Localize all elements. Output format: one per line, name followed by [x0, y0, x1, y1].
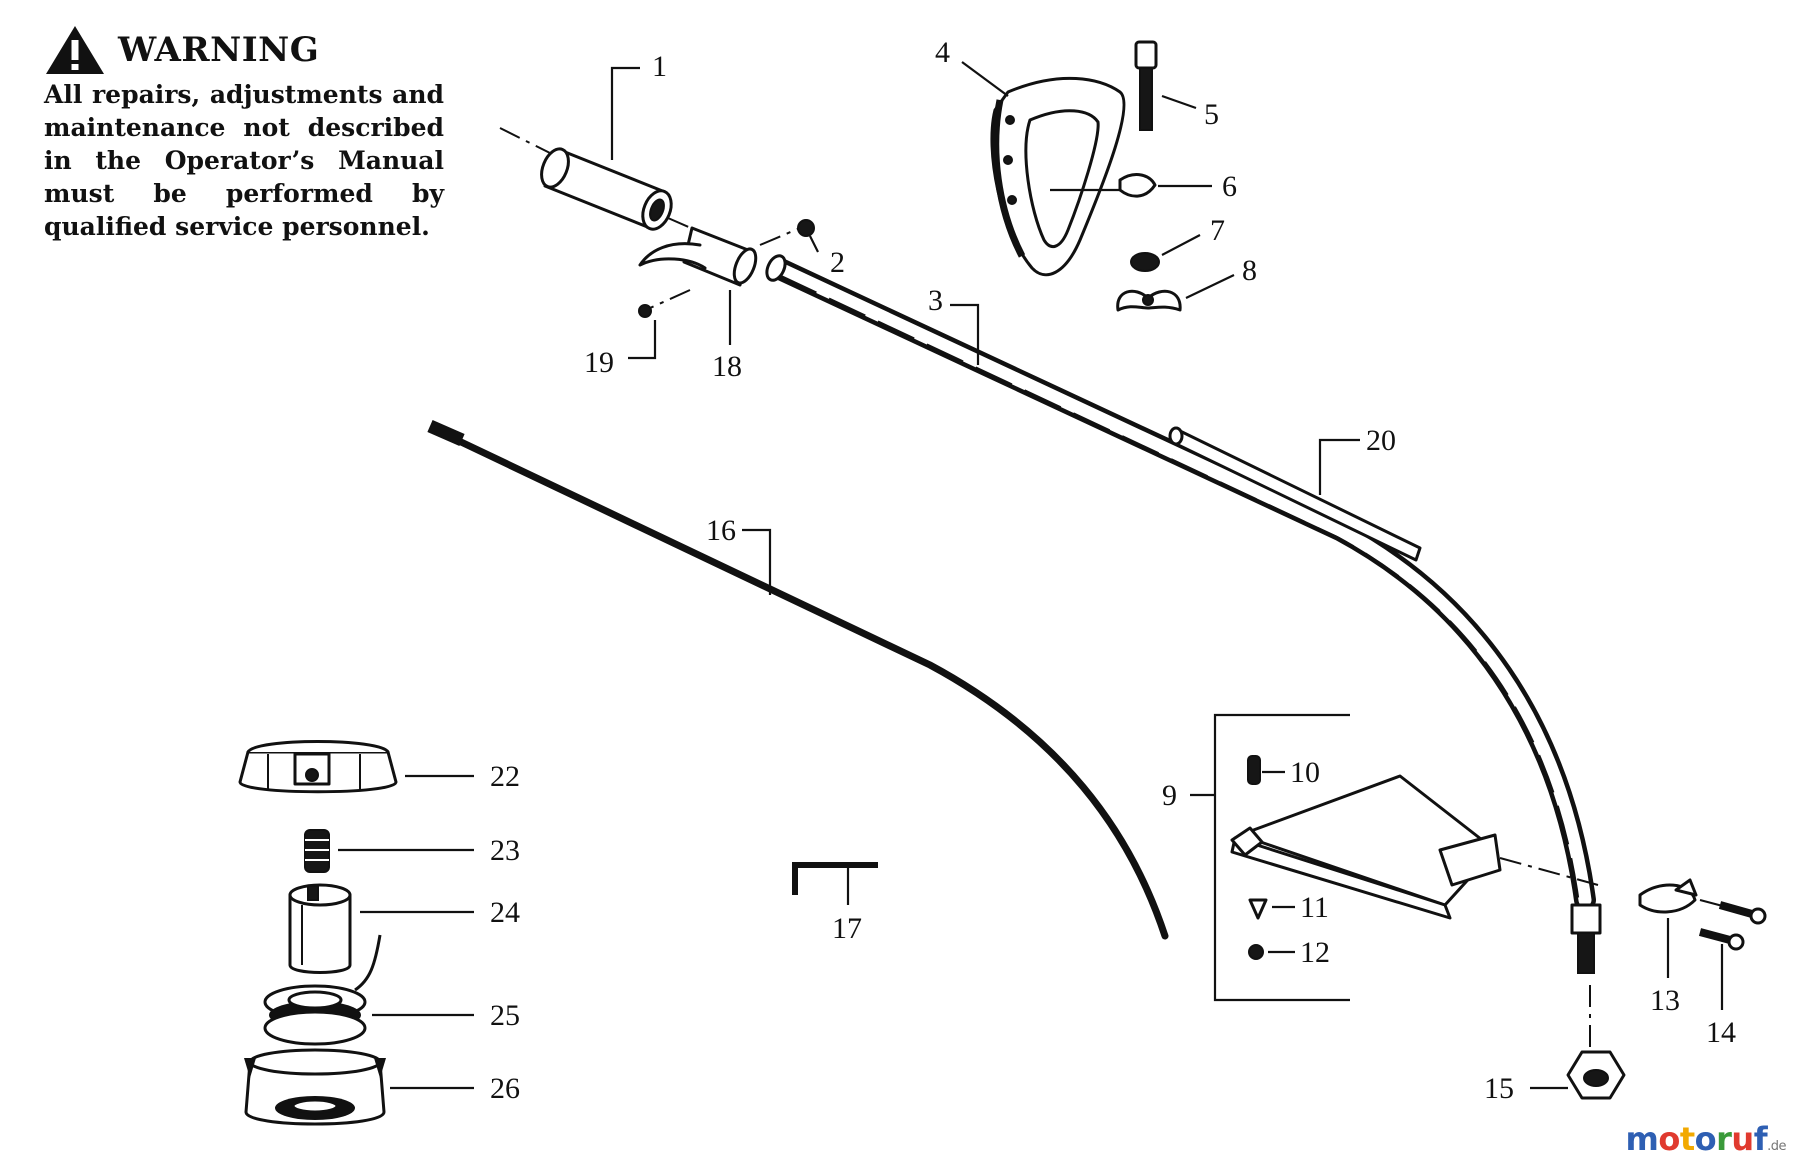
warning-title: WARNING — [118, 30, 320, 70]
label-4: 4 — [935, 36, 950, 69]
warning-notice: WARNING All repairs, adjustments and mai… — [44, 24, 444, 243]
part-6-spacer — [1050, 173, 1212, 198]
label-20: 20 — [1366, 424, 1396, 457]
brand-watermark: motoruf.de — [1626, 1120, 1787, 1158]
part-16-drive-cable — [427, 420, 1169, 940]
part-18-clamp — [638, 217, 758, 345]
part-2-screw — [759, 219, 819, 253]
label-7: 7 — [1210, 214, 1225, 247]
part-14-bolts — [1698, 901, 1767, 1010]
warning-text: All repairs, adjustments and maintenance… — [44, 80, 444, 241]
part-7-washer — [1130, 234, 1201, 272]
label-25: 25 — [490, 999, 520, 1032]
label-18: 18 — [712, 350, 742, 383]
brand-name: motoruf — [1626, 1120, 1768, 1158]
part-20-sleeve — [1168, 426, 1422, 562]
brand-letter: u — [1731, 1120, 1754, 1158]
label-3: 3 — [928, 284, 943, 317]
brand-letter: m — [1625, 1120, 1659, 1158]
part-23-spring — [304, 829, 474, 873]
label-24: 24 — [490, 896, 520, 929]
brand-letter: f — [1753, 1120, 1768, 1158]
warning-triangle-icon — [46, 26, 104, 74]
brand-letter: r — [1716, 1120, 1732, 1158]
label-16: 16 — [706, 514, 736, 547]
label-10: 10 — [1290, 756, 1320, 789]
part-5-bolt — [1134, 40, 1197, 131]
label-19: 19 — [584, 346, 614, 379]
part-26-housing — [244, 1048, 474, 1126]
label-6: 6 — [1222, 170, 1237, 203]
part-22-spool-cap — [238, 740, 474, 794]
part-19-screw — [628, 289, 691, 360]
part-1-grip — [499, 66, 673, 231]
label-17: 17 — [832, 912, 862, 945]
part-15-hex-nut — [1530, 985, 1626, 1100]
brand-letter: o — [1694, 1120, 1717, 1158]
brand-letter: o — [1658, 1120, 1680, 1158]
part-17-hex-wrench — [792, 862, 878, 905]
brand-letter: t — [1679, 1120, 1695, 1158]
label-13: 13 — [1650, 984, 1680, 1017]
part-25-spool — [263, 984, 474, 1046]
label-2: 2 — [830, 246, 845, 279]
label-5: 5 — [1204, 98, 1219, 131]
label-1: 1 — [652, 50, 667, 83]
label-8: 8 — [1242, 254, 1257, 287]
part-4-handle — [961, 61, 1126, 277]
label-26: 26 — [490, 1072, 520, 1105]
part-24-reel-hub — [288, 883, 474, 992]
label-23: 23 — [490, 834, 520, 867]
label-11: 11 — [1300, 891, 1329, 924]
label-9: 9 — [1162, 779, 1177, 812]
part-13-clamp — [1638, 878, 1739, 978]
part-3-shaft-tube — [765, 254, 1602, 974]
label-22: 22 — [490, 760, 520, 793]
label-12: 12 — [1300, 936, 1330, 969]
part-9-shield-assembly — [1190, 713, 1599, 1002]
warning-header: WARNING — [44, 24, 444, 76]
label-14: 14 — [1706, 1016, 1736, 1049]
brand-suffix: .de — [1767, 1139, 1786, 1154]
part-8-wing-nut — [1116, 274, 1235, 312]
label-15: 15 — [1484, 1072, 1514, 1105]
